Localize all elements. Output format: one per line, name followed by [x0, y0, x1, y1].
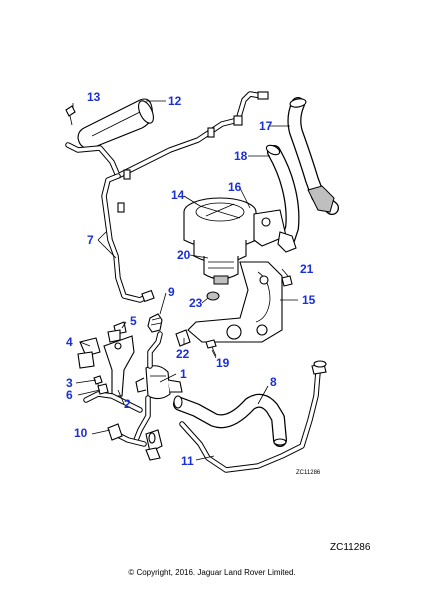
- callout-19: 19: [216, 356, 230, 370]
- part-21-nut: [281, 275, 293, 287]
- callout-3: 3: [66, 376, 73, 390]
- callout-11: 11: [181, 454, 194, 468]
- part-19-bolt: [205, 339, 217, 357]
- callout-22: 22: [176, 347, 190, 361]
- illustration-code: ZC11286: [330, 542, 371, 553]
- part-11-pipe: [179, 360, 327, 473]
- part-14-air-pump: [183, 197, 257, 264]
- part-23-grommet: [206, 291, 220, 301]
- callout-6: 6: [66, 388, 73, 402]
- inner-diagram-code: ZC11286: [296, 470, 321, 476]
- callout-17: 17: [259, 119, 273, 133]
- part-1-valve: [135, 365, 183, 400]
- leader-lines: [72, 100, 298, 461]
- part-5-clip: [107, 321, 127, 343]
- part-2-bracket: [103, 335, 135, 397]
- callout-7: 7: [87, 233, 94, 247]
- callout-5: 5: [130, 314, 137, 328]
- callout-10: 10: [74, 426, 88, 440]
- part-18-hose: [265, 144, 335, 247]
- part-12-canister: [77, 98, 154, 149]
- part-20-pump-motor: [203, 256, 239, 285]
- part-8-hose: [173, 393, 287, 447]
- copyright-notice: © Copyright, 2016. Jaguar Land Rover Lim…: [128, 568, 296, 577]
- callout-2: 2: [124, 397, 131, 411]
- callout-21: 21: [300, 262, 314, 276]
- callout-15: 15: [302, 293, 316, 307]
- part-2-pipe: [133, 331, 163, 443]
- part-22-clip: [175, 329, 191, 347]
- part-17-hose: [287, 97, 339, 215]
- part-4-sensor: [77, 337, 101, 369]
- part-7-pipe-assembly: [65, 91, 269, 303]
- part-6-bolt: [97, 383, 109, 395]
- callout-20: 20: [177, 248, 191, 262]
- callout-23: 23: [189, 296, 203, 310]
- callout-18: 18: [234, 149, 248, 163]
- callout-16: 16: [228, 180, 242, 194]
- part-10-pipe: [83, 391, 163, 461]
- callout-12: 12: [168, 94, 182, 108]
- part-9-connector: [147, 313, 163, 333]
- callout-13: 13: [87, 90, 101, 104]
- part-13-clip: [65, 105, 76, 126]
- callout-1: 1: [180, 367, 187, 381]
- callout-4: 4: [66, 335, 73, 349]
- part-16-pump-outlet: [253, 209, 297, 253]
- callout-9: 9: [168, 285, 175, 299]
- callout-14: 14: [171, 188, 185, 202]
- part-15-bracket: [187, 261, 283, 343]
- callout-8: 8: [270, 375, 277, 389]
